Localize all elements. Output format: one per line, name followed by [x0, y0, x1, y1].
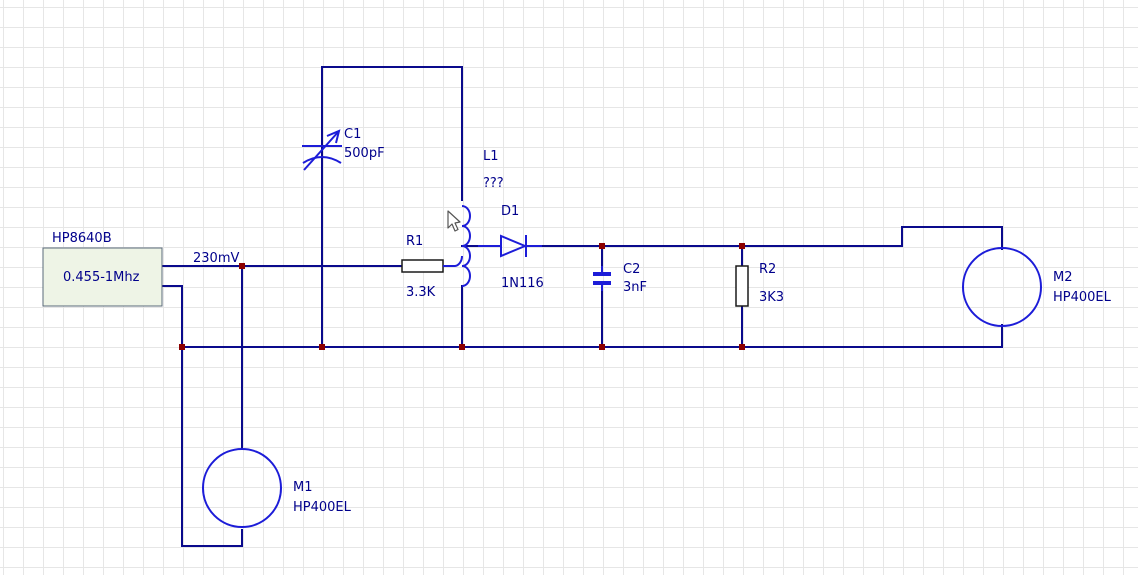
signal-source-box[interactable] — [42, 247, 163, 307]
m1-circle — [202, 448, 282, 528]
c1-variable-arrow — [303, 130, 340, 171]
signal-source-frequency: 0.455-1Mhz — [63, 270, 140, 285]
c1-ref: C1 — [344, 127, 361, 142]
r1-value: 3.3K — [406, 285, 436, 300]
c2-ref: C2 — [623, 262, 640, 277]
m1-value: HP400EL — [293, 500, 352, 515]
c1-plate-bottom — [302, 156, 342, 164]
l1-value: ??? — [483, 176, 504, 191]
signal-source[interactable]: HP8640B 0.455-1Mhz — [42, 231, 163, 307]
r2-value: 3K3 — [759, 290, 784, 305]
resistor-r1[interactable]: R1 3.3K — [384, 234, 464, 300]
c1-arrowhead — [326, 129, 341, 144]
r1-body — [401, 259, 444, 273]
junction-dot — [319, 344, 325, 350]
wire-source-return-to-m1 — [161, 285, 243, 547]
diode-d1[interactable]: D1 1N116 — [478, 204, 544, 291]
r2-body — [735, 265, 749, 307]
wire-detector-output — [541, 226, 1003, 250]
d1-value: 1N116 — [501, 276, 544, 291]
meter-m1[interactable]: M1 HP400EL — [202, 448, 352, 528]
d1-ref: D1 — [501, 204, 519, 219]
signal-source-name: HP8640B — [52, 231, 112, 246]
junction-dot — [739, 243, 745, 249]
capacitor-c2[interactable]: C2 3nF — [593, 262, 647, 295]
r1-ref: R1 — [406, 234, 423, 249]
junction-dot — [459, 344, 465, 350]
capacitor-c1[interactable]: C1 500pF — [302, 127, 385, 171]
wire-tank-top — [321, 66, 463, 348]
c2-value: 3nF — [623, 280, 647, 295]
r2-ref: R2 — [759, 262, 776, 277]
meter-m2[interactable]: M2 HP400EL — [962, 247, 1112, 327]
junctions — [179, 243, 745, 350]
m2-ref: M2 — [1053, 270, 1073, 285]
m1-ref: M1 — [293, 480, 313, 495]
r1-lead-to-l1 — [443, 255, 464, 267]
junction-dot — [599, 243, 605, 249]
junction-dot — [599, 344, 605, 350]
resistor-r2[interactable]: R2 3K3 — [735, 262, 784, 307]
m2-value: HP400EL — [1053, 290, 1112, 305]
wires — [161, 66, 1003, 547]
mouse-cursor-icon — [447, 210, 461, 232]
c1-value: 500pF — [344, 146, 385, 161]
wire-ground-bus — [181, 324, 1003, 348]
junction-dot — [239, 263, 245, 269]
junction-dot — [179, 344, 185, 350]
l1-coil — [461, 205, 471, 287]
inductor-l1[interactable]: L1 ??? — [461, 149, 504, 287]
m2-circle — [962, 247, 1042, 327]
d1-triangle — [500, 234, 528, 258]
signal-level-label: 230mV — [193, 251, 239, 266]
l1-ref: L1 — [483, 149, 499, 164]
junction-dot — [739, 344, 745, 350]
